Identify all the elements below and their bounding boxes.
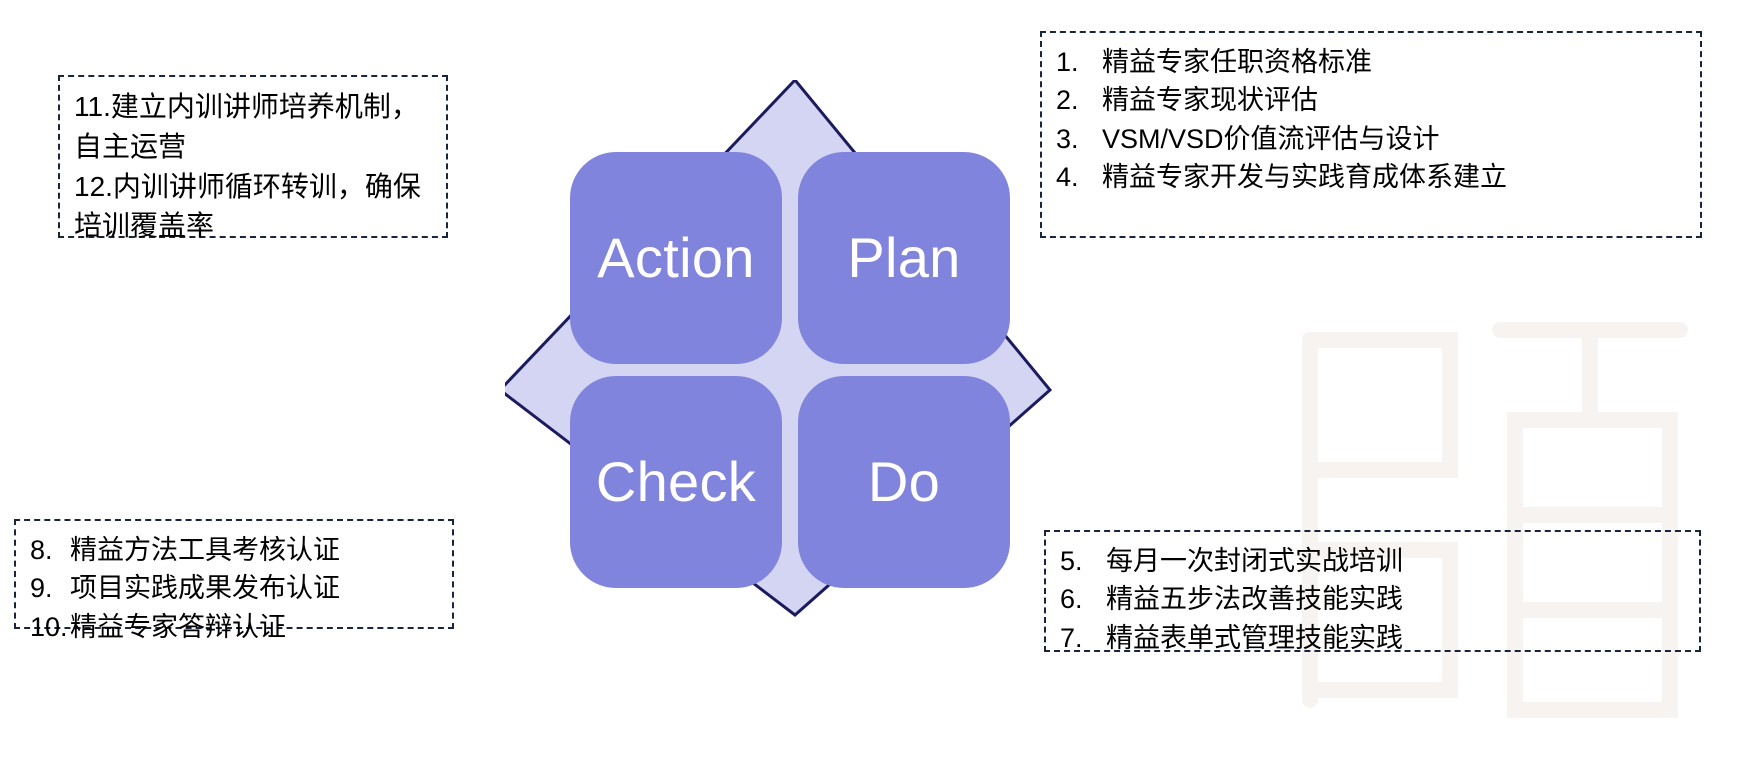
- note-plan-list: 1. 精益专家任职资格标准 2. 精益专家现状评估 3. VSM/VSD价值流评…: [1056, 43, 1688, 196]
- list-item-text: 每月一次封闭式实战培训: [1106, 546, 1403, 576]
- list-item: 6. 精益五步法改善技能实践: [1060, 580, 1687, 618]
- list-item: 3. VSM/VSD价值流评估与设计: [1056, 120, 1688, 158]
- note-box-action: 11.建立内训讲师培养机制，自主运营 12.内训讲师循环转训，确保培训覆盖率: [58, 75, 448, 241]
- list-item-text: 精益专家现状评估: [1102, 85, 1318, 116]
- list-item-text: 精益表单式管理技能实践: [1106, 622, 1403, 653]
- list-item-number: 8.: [30, 535, 53, 565]
- note-box-check: 8. 精益方法工具考核认证 9. 项目实践成果发布认证 10. 精益专家答辩认证: [14, 519, 454, 642]
- list-item: 10. 精益专家答辩认证: [30, 608, 440, 646]
- list-item-number: 1.: [1056, 47, 1079, 77]
- note-action-line-12: 12.内训讲师循环转训，确保培训覆盖率: [74, 170, 421, 242]
- list-item-number: 2.: [1056, 85, 1079, 116]
- pdca-tile-plan-label: Plan: [847, 226, 961, 289]
- list-item-text: 精益专家任职资格标准: [1102, 47, 1372, 77]
- pdca-tile-check[interactable]: Check: [570, 376, 782, 588]
- note-action-line-11: 11.建立内训讲师培养机制，自主运营: [74, 91, 419, 162]
- watermark: [1250, 300, 1710, 740]
- note-check-list: 8. 精益方法工具考核认证 9. 项目实践成果发布认证 10. 精益专家答辩认证: [30, 531, 440, 646]
- pdca-tile-action-label: Action: [597, 226, 755, 289]
- pdca-tile-action[interactable]: Action: [570, 152, 782, 364]
- note-do-list: 5. 每月一次封闭式实战培训 6. 精益五步法改善技能实践 7. 精益表单式管理…: [1060, 542, 1687, 657]
- list-item: 5. 每月一次封闭式实战培训: [1060, 542, 1687, 580]
- list-item-number: 9.: [30, 573, 53, 604]
- pdca-tile-plan[interactable]: Plan: [798, 152, 1010, 364]
- list-item: 1. 精益专家任职资格标准: [1056, 43, 1688, 81]
- pdca-tile-do[interactable]: Do: [798, 376, 1010, 588]
- note-box-do: 5. 每月一次封闭式实战培训 6. 精益五步法改善技能实践 7. 精益表单式管理…: [1044, 530, 1701, 653]
- list-item-number: 5.: [1060, 546, 1083, 576]
- list-item-text: 精益五步法改善技能实践: [1106, 584, 1403, 615]
- pdca-tile-check-label: Check: [595, 450, 757, 513]
- pdca-diagram: Action Plan Check Do: [505, 80, 1080, 640]
- list-item: 9. 项目实践成果发布认证: [30, 569, 440, 607]
- list-item-number: 3.: [1056, 123, 1079, 154]
- list-item: 8. 精益方法工具考核认证: [30, 531, 440, 569]
- list-item-text: VSM/VSD价值流评估与设计: [1102, 123, 1440, 154]
- note-box-plan: 1. 精益专家任职资格标准 2. 精益专家现状评估 3. VSM/VSD价值流评…: [1040, 31, 1702, 238]
- list-item-number: 6.: [1060, 584, 1083, 615]
- list-item-text: 精益专家答辩认证: [70, 611, 286, 642]
- list-item-number: 7.: [1060, 622, 1083, 653]
- list-item-number: 4.: [1056, 161, 1079, 192]
- pdca-tile-do-label: Do: [867, 450, 941, 513]
- list-item-text: 精益方法工具考核认证: [70, 535, 340, 565]
- list-item-text: 精益专家开发与实践育成体系建立: [1102, 161, 1507, 192]
- list-item: 7. 精益表单式管理技能实践: [1060, 619, 1687, 657]
- list-item-text: 项目实践成果发布认证: [70, 573, 340, 604]
- list-item: 2. 精益专家现状评估: [1056, 81, 1688, 119]
- list-item-number: 10.: [30, 611, 68, 642]
- list-item: 4. 精益专家开发与实践育成体系建立: [1056, 158, 1688, 196]
